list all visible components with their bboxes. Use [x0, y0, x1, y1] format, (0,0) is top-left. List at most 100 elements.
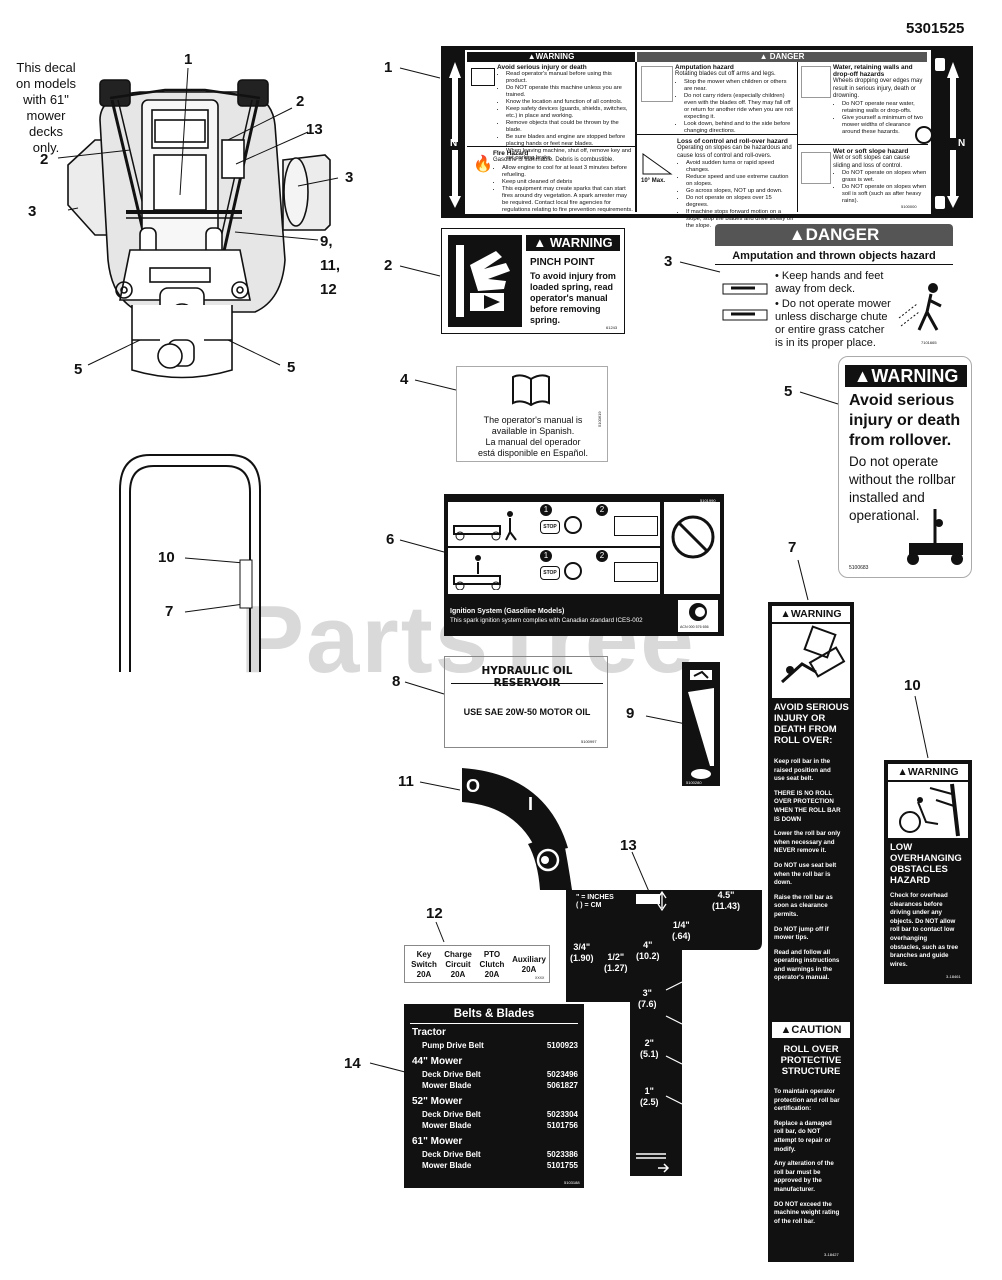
callout-14: 14	[344, 1055, 361, 1072]
decal-5-mower-icon	[895, 507, 969, 567]
decal-13-label-1-2: 1/2" (1.27)	[604, 952, 628, 973]
callout-11-mower: 11,	[320, 257, 341, 274]
decal-6-blade-icon-b	[614, 562, 658, 582]
callout-10-rollbar: 10	[158, 549, 175, 566]
decal-13-height-gauge	[566, 890, 762, 1176]
decal-1-park-label: P	[920, 130, 927, 140]
decal-7-caution-title: ROLL OVER PROTECTIVE STRUCTURE	[780, 1044, 842, 1077]
callout-13: 13	[620, 837, 637, 854]
decal-6-step-1b: 1	[540, 550, 552, 562]
callout-3-mower-right: 3	[345, 169, 354, 186]
decal-1-neutral-right: N	[958, 138, 966, 149]
decal-11-lower	[528, 832, 572, 890]
decal-1-right-strip: N	[931, 50, 969, 214]
callout-9: 9	[626, 705, 635, 722]
part-number: 5301525	[906, 20, 965, 37]
decal-6-code: 5101990	[700, 498, 716, 503]
decal-6-row2-rider-icon	[452, 554, 522, 591]
decal-13-label-3: 3" (7.6)	[638, 988, 657, 1009]
decal-7-rollover-tall: ▲WARNING AVOID SERIOUS INJURY OR DEATH F…	[768, 602, 854, 1262]
decal-4-text: The operator's manual is available in Sp…	[477, 415, 589, 458]
decal-11-on-label: I	[528, 794, 534, 814]
decal-9-code: 5100280	[686, 780, 702, 785]
decal-6-key-icon-a	[564, 516, 582, 534]
decal-2-code: 61243	[606, 325, 618, 330]
callout-13-mower: 13	[306, 121, 323, 138]
decal-8-text: USE SAE 20W-50 MOTOR OIL	[463, 707, 591, 717]
callout-2: 2	[384, 257, 393, 274]
roll-bar-illustration	[119, 454, 261, 672]
decal-1-manual-icon	[471, 68, 495, 86]
callout-1-mower: 1	[184, 51, 193, 68]
decal-1-safety: N N P ▲WARNING ▲ DANGER Avoid serious in…	[441, 46, 973, 229]
callout-1: 1	[384, 59, 393, 76]
decal-14-title: Belts & Blades	[453, 1008, 535, 1020]
decal-9-throttle: 5100280	[682, 662, 720, 786]
decal-13-label-1: 1" (2.5)	[640, 1086, 659, 1107]
decal-1-code: 5100000	[901, 204, 917, 209]
decal-6-key-icon-b	[564, 562, 582, 580]
decal-6-ctick-logo	[678, 600, 718, 632]
decal-1-panel-amputation: Amputation hazard Rotating blades cut of…	[675, 64, 795, 135]
callout-12: 12	[426, 905, 443, 922]
decal-4-book-icon	[511, 373, 551, 407]
decal-3-item-2: • Do not operate mower unless discharge …	[775, 298, 891, 349]
decal-13-legend-inches: " = INCHES	[576, 894, 614, 901]
callout-5: 5	[784, 383, 793, 400]
callout-5-mower-left: 5	[74, 361, 83, 378]
decal-6-ignition-title: Ignition System (Gasoline Models)	[450, 608, 565, 615]
decal-6-blade-icon-a	[614, 516, 658, 536]
decal-12-fuse: Key Switch 20A Charge Circuit 20A PTO Cl…	[404, 945, 550, 983]
callout-11: 11	[398, 773, 414, 790]
decal-2-title: PINCH POINT	[530, 257, 595, 268]
decal-6-ignition-text: This spark ignition system complies with…	[450, 617, 643, 624]
decal-13-label-1-4: 1/4" (.64)	[672, 920, 691, 941]
decal-11-choke	[462, 768, 568, 854]
decal-3-item-1: • Keep hands and feet away from deck.	[775, 270, 884, 295]
decal-5-bold-text: Avoid serious injury or death from rollo…	[849, 392, 961, 449]
decal-5-rollover-warning: ▲WARNING Avoid serious injury or death f…	[838, 356, 972, 578]
mower-top-view	[57, 67, 339, 379]
decal-11-off-label: O	[466, 776, 481, 796]
decal-12-col-aux: Auxiliary 20A	[512, 955, 546, 974]
decal-6-step-2b: 2	[596, 550, 608, 562]
decal-6-step-1a: 1	[540, 504, 552, 516]
decal-1-left-strip: N	[445, 50, 465, 214]
decal-1-panel-serious: Avoid serious injury or death Read opera…	[497, 64, 633, 162]
decal-12-code: XXXX	[535, 976, 545, 980]
callout-12-mower: 12	[320, 281, 337, 298]
decal-12-col-key: Key Switch 20A	[411, 950, 437, 979]
decal-12-col-pto: PTO Clutch 20A	[479, 950, 505, 979]
callout-3-mower-left: 3	[28, 203, 37, 220]
decal-1-danger-header: ▲ DANGER	[637, 52, 927, 62]
decal-6-stop-a: STOP	[540, 520, 560, 534]
decal-1-panel-wet: Wet or soft slope hazard Wet or soft slo…	[833, 148, 927, 205]
callout-2-mower-right: 2	[296, 93, 305, 110]
decal-10-code: 3-18461	[946, 974, 961, 979]
decal-6-stop-b: STOP	[540, 566, 560, 580]
decal-7-rollover-icon	[772, 624, 850, 698]
decal-1-panel-rollover: Loss of control and roll-over hazard Ope…	[677, 138, 795, 230]
callout-8: 8	[392, 673, 401, 690]
callout-10: 10	[904, 677, 921, 694]
decal-6-no-riders-icon	[670, 514, 716, 560]
decal-1-rider-icon	[641, 66, 673, 102]
decal-2-hand-icon	[448, 235, 522, 327]
decal-13-label-4-5: 4.5" (11.43)	[712, 890, 741, 911]
callout-5-mower-right: 5	[287, 359, 296, 376]
decal-1-panel-fire: Fire Hazard Gasoline is flammable. Debri…	[471, 150, 633, 214]
callout-7-rollbar: 7	[165, 603, 174, 620]
decal-6-row1-rider-icon	[452, 508, 522, 542]
decal-4-code: 5100619	[597, 411, 602, 427]
